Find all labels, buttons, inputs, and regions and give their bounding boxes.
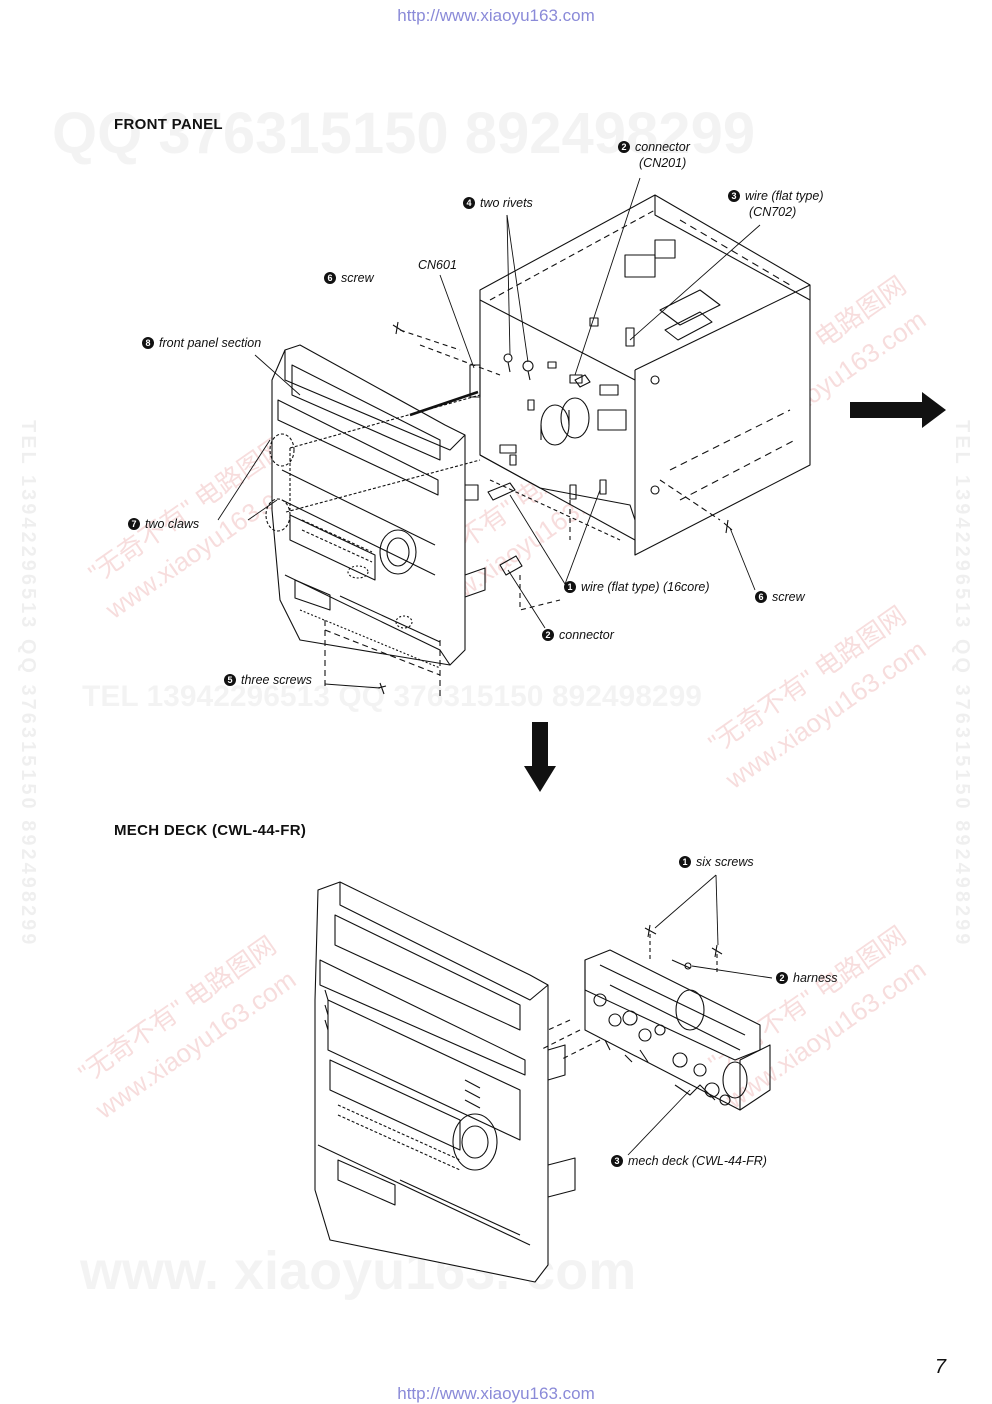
callout-number: 6 bbox=[755, 591, 767, 603]
callout-number: 4 bbox=[463, 197, 475, 209]
callout-number: 2 bbox=[618, 141, 630, 153]
main-chassis bbox=[479, 194, 811, 556]
callout-number: 1 bbox=[564, 581, 576, 593]
callout-number: 6 bbox=[324, 272, 336, 284]
callout-number: 2 bbox=[776, 972, 788, 984]
mech-deck-unit bbox=[539, 949, 771, 1111]
watermark-qq: QQ 376315150 892498299 bbox=[52, 100, 755, 167]
callout-number: 8 bbox=[142, 337, 154, 349]
watermark-vertical-right: TEL 13942296513 QQ 376315150 892498299 bbox=[951, 420, 973, 948]
watermark-vertical-left: TEL 13942296513 QQ 376315150 892498299 bbox=[17, 420, 39, 948]
right-arrow bbox=[850, 392, 946, 428]
bottom-url[interactable]: http://www.xiaoyu163.com bbox=[397, 1384, 595, 1403]
top-url[interactable]: http://www.xiaoyu163.com bbox=[397, 6, 595, 25]
front-panel-heading: FRONT PANEL bbox=[114, 116, 223, 133]
front-panel-lower bbox=[314, 881, 576, 1283]
page-number: 7 bbox=[934, 1356, 946, 1378]
callout-number: 2 bbox=[542, 629, 554, 641]
callout-number: 5 bbox=[224, 674, 236, 686]
callout-number: 1 bbox=[679, 856, 691, 868]
callout-number: 3 bbox=[611, 1155, 623, 1167]
callout-cn601: CN601 bbox=[418, 258, 457, 272]
down-arrow bbox=[524, 722, 556, 792]
callout-number: 7 bbox=[128, 518, 140, 530]
callout-number: 3 bbox=[728, 190, 740, 202]
watermark-tel-row: TEL 13942296513 QQ 376315150 892498299 bbox=[82, 680, 702, 714]
mech-deck-heading: MECH DECK (CWL-44-FR) bbox=[114, 822, 307, 839]
